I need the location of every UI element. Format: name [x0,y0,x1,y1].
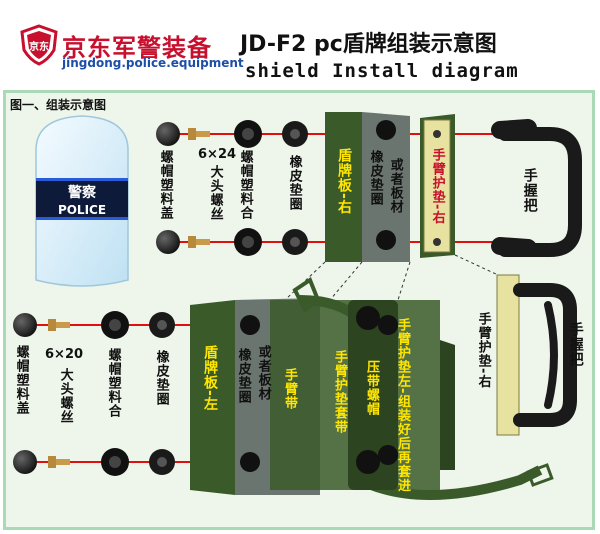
police-shield [35,115,129,287]
page-title: JD-F2 pc盾牌组装示意图 [240,32,497,57]
brand-domain: jingdong.police.equipment [62,56,244,70]
label-nut-bottom: 螺帽塑料合 [105,348,121,418]
label-arm-strap-sleeve: 手臂护垫套带 [332,350,347,434]
label-cap-top: 螺帽塑料盖 [157,150,173,220]
brand-logo: 京东 [18,24,60,66]
hardware-top-1 [156,120,308,148]
label-nut-top: 螺帽塑料合 [237,150,253,220]
board-right [325,112,455,262]
handle-top [491,119,582,257]
handle-bottom [513,283,577,427]
board-left [190,298,455,495]
hardware-bottom-2 [13,448,175,476]
arm-pad-left [348,300,398,490]
label-arm-pad-right: 手臂护垫-右 [429,148,445,225]
label-bolt-bottom: 大头螺丝 [57,368,73,424]
label-strap-screw: 压带螺帽 [364,360,379,416]
label-size-top: 6×24 [198,147,237,162]
label-washer-top: 橡皮垫圈 [286,155,302,211]
label-board-right: 盾牌板-右 [336,148,352,215]
label-arm-pad-right-2: 手臂护垫-右 [475,312,491,389]
shield-band-text: POLICE [58,203,106,217]
hardware-bottom-1 [13,311,175,339]
arm-pad-right-bottom [496,274,520,436]
label-or-board-right: 或者板材 [387,158,403,214]
shield-logo-icon: 京东 [20,24,58,66]
label-cap-bottom: 螺帽塑料盖 [13,345,29,415]
label-or-board-left: 或者板材 [255,345,271,401]
label-bolt-top: 大头螺丝 [207,165,223,221]
label-washer-bottom: 橡皮垫圈 [153,350,169,406]
label-pad-right: 橡皮垫圈 [367,150,383,206]
label-handle-top: 手握把 [521,168,538,213]
shield-band [36,180,128,218]
label-handle-bottom: 手握把 [567,322,584,367]
label-arm-strap: 手臂带 [282,368,297,410]
brand-name: 京东军警装备 [62,34,212,62]
page-subtitle: shield Install diagram [245,60,519,82]
label-pad-left: 橡皮垫圈 [235,348,251,404]
label-board-left: 盾牌板-左 [202,345,218,412]
shield-badge-text: 警察 [68,184,97,201]
label-assembly-note: 手臂护垫左-组装好后再套进 [395,318,410,493]
logo-mark-text: 京东 [29,40,49,53]
figure-label: 图一、组装示意图 [10,98,107,112]
hardware-top-2 [156,228,308,256]
label-size-bottom: 6×20 [45,347,84,362]
